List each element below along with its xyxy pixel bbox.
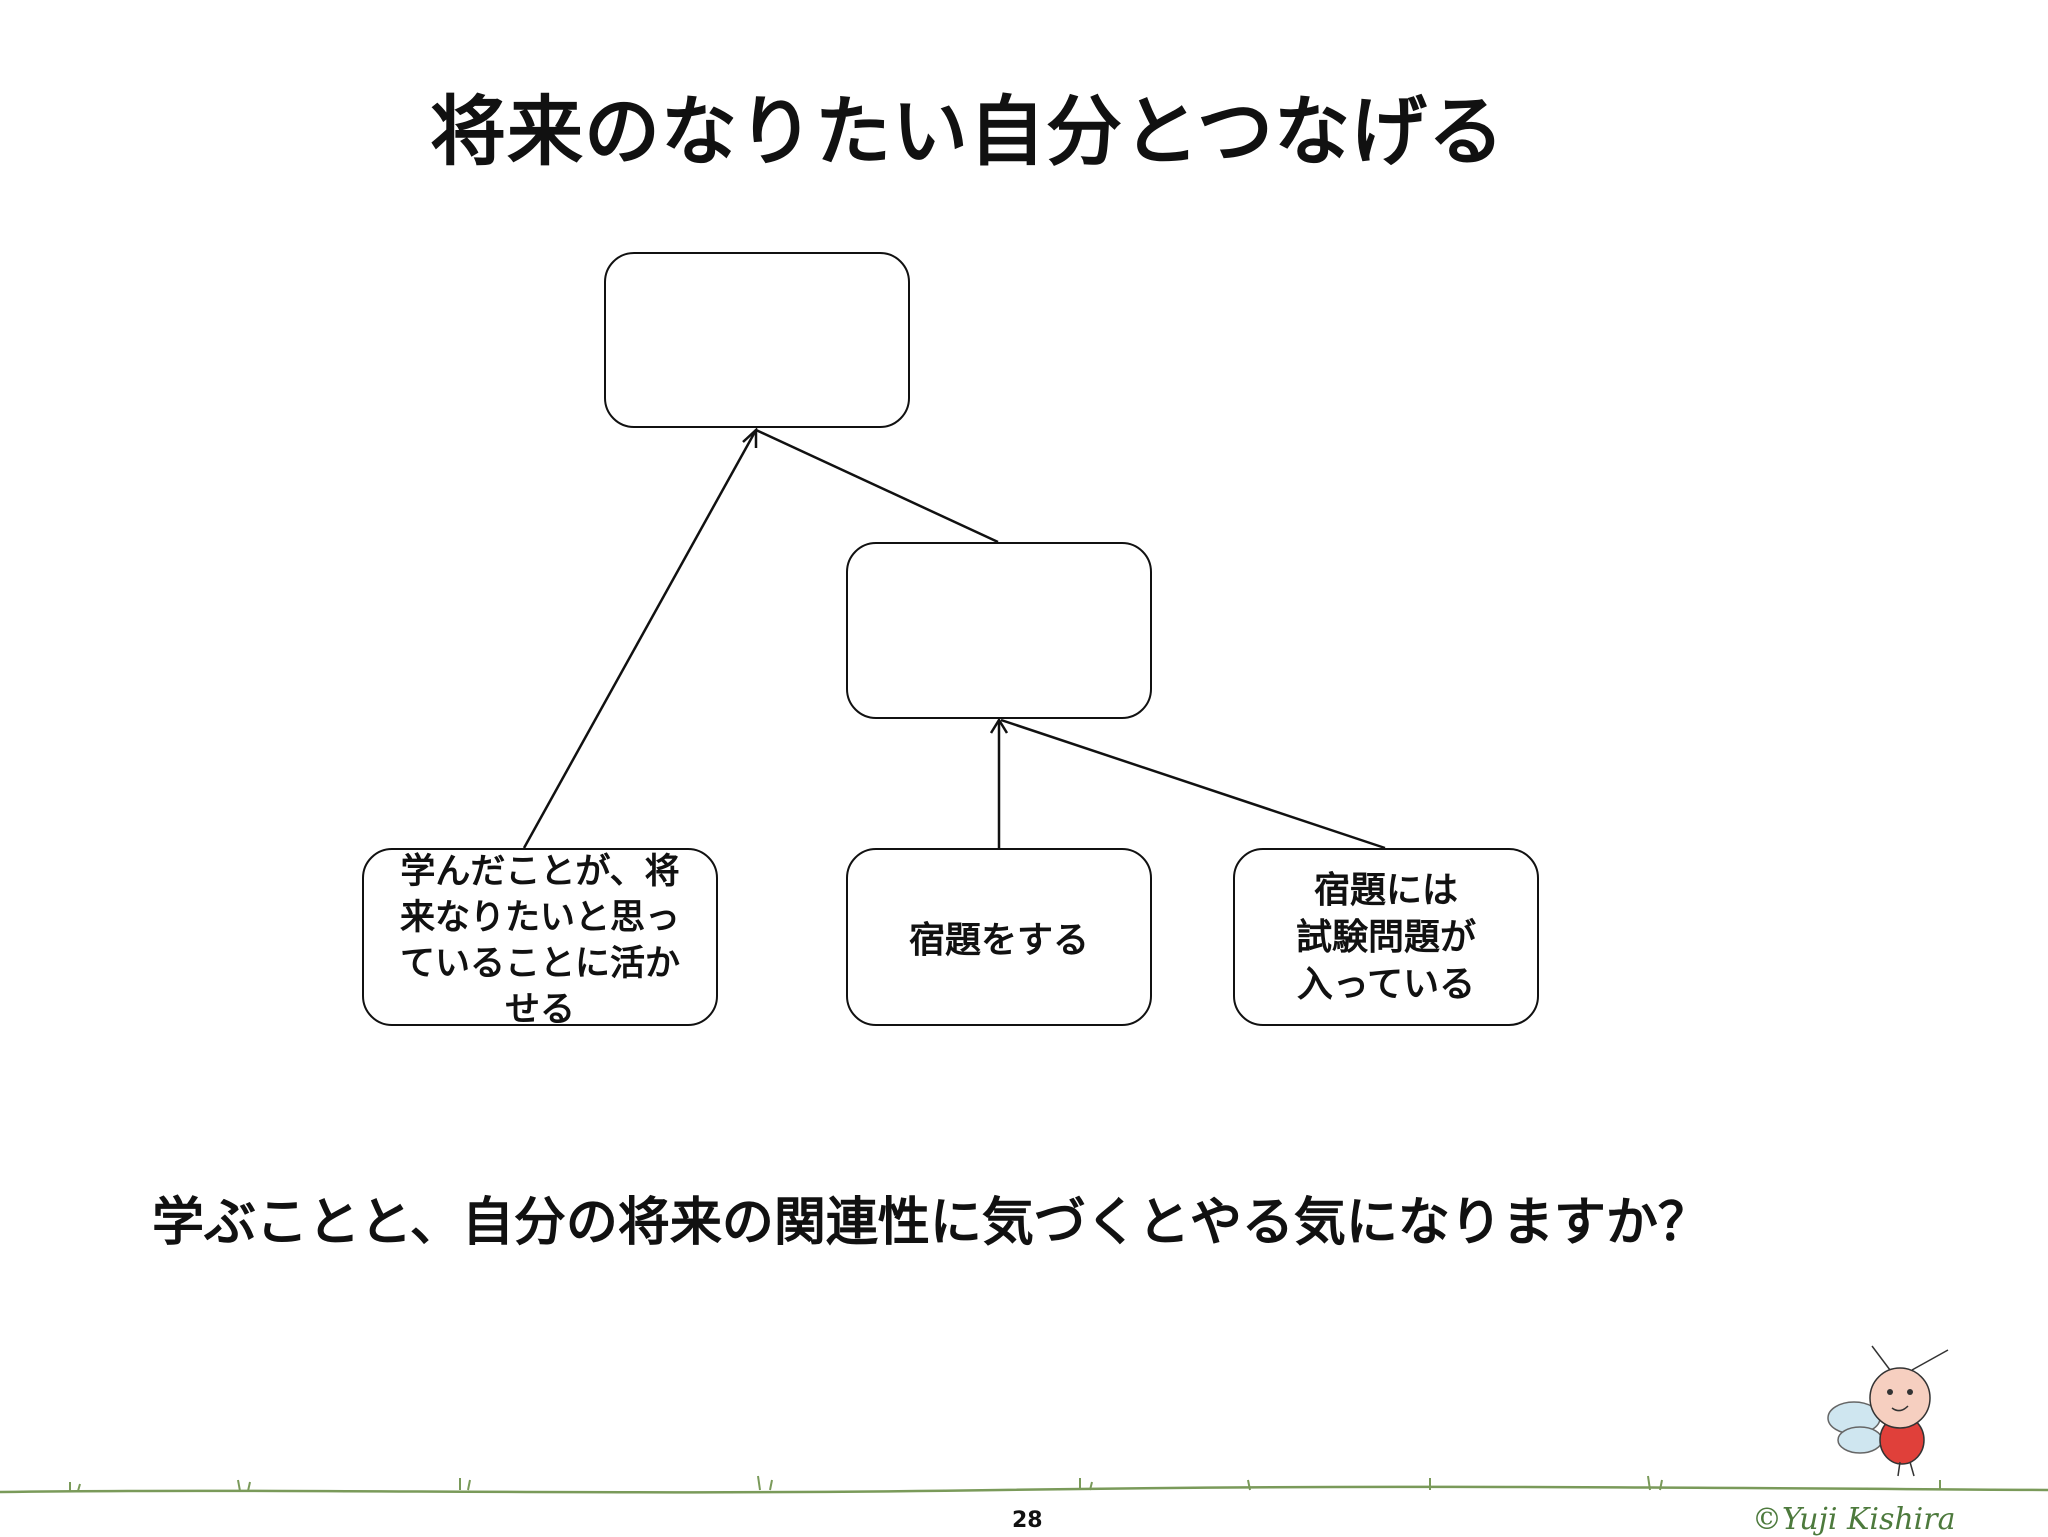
learn-box: 学んだことが、将来なりたいと思っていることに活かせる [362, 848, 718, 1030]
page-title: 将来のなりたい自分とつなげる [430, 87, 1505, 176]
credit-text: ©Yuji Kishira [1752, 1502, 1956, 1537]
test-box-line-1: 宿題には [1313, 869, 1458, 911]
test-box: 宿題には 試験問題が 入っている [1233, 848, 1539, 1026]
arrowhead-homework-to-middle [989, 717, 1009, 734]
arrowhead-learn-to-goal [742, 427, 758, 448]
arrow-test-to-middle [1000, 718, 1386, 850]
question-text: 学ぶことと、自分の将来の関連性に気づくとやる気になりますか？ [152, 1193, 1710, 1253]
learn-box-text: 学んだことが、将来なりたいと思っていることに活かせる [399, 852, 680, 1030]
homework-box-text: 宿題をする [908, 920, 1089, 961]
bee-mascot-icon [1827, 1345, 1949, 1477]
grass-ground [0, 1475, 2048, 1494]
goal-box [604, 252, 910, 428]
homework-box: 宿題をする [846, 848, 1152, 1026]
middle-box [846, 542, 1152, 719]
arrow-middle-to-goal [755, 428, 999, 544]
arrow-learn-to-goal [522, 429, 758, 849]
test-box-line-2: 試験問題が [1295, 916, 1476, 958]
test-box-line-3: 入っている [1296, 963, 1476, 1005]
page-number: 28 [1012, 1508, 1043, 1533]
